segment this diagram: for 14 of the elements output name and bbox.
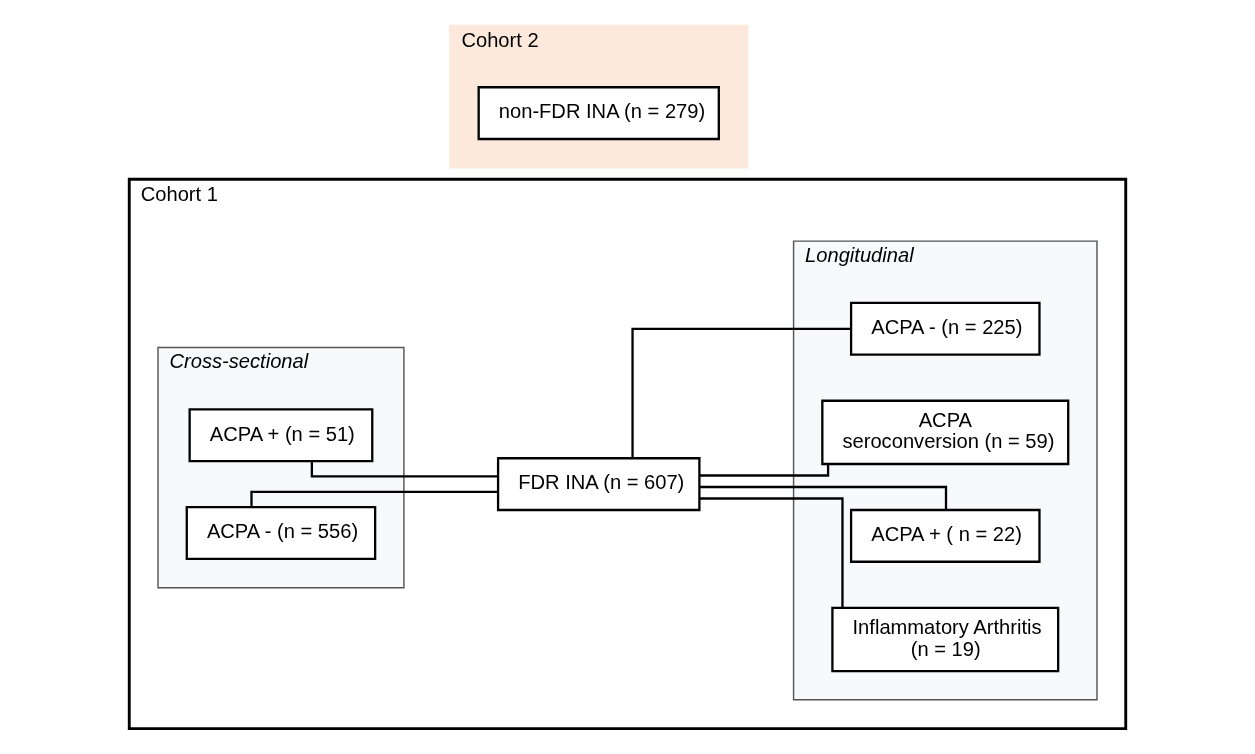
node-box: ACPA seroconversion (n = 59) [821,399,1070,466]
node-box: Inflammatory Arthritis (n = 19) [831,606,1060,673]
node-box: FDR INA (n = 607) [496,457,701,512]
connector [631,327,852,458]
connector [700,464,830,477]
node-box: non-FDR INA (n = 279) [477,86,720,141]
connector [699,485,948,510]
node-box: ACPA - (n = 556) [185,506,377,561]
node-box: ACPA - (n = 225) [849,301,1041,356]
connector [700,497,844,608]
connector [250,490,498,507]
node-box: ACPA + (n = 51) [188,408,374,463]
connector [310,461,498,478]
node-box: ACPA + ( n = 22) [849,508,1041,563]
